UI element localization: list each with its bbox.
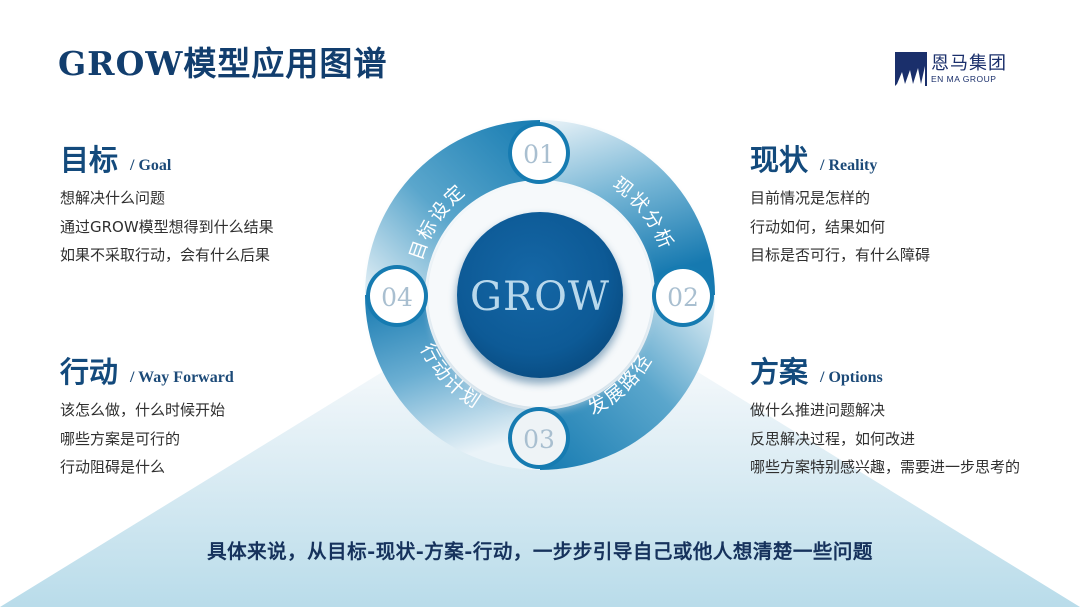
section-goal-line: 想解决什么问题: [60, 189, 166, 207]
section-options-subtitle: / Options: [820, 369, 883, 386]
grow-cycle-diagram: GROW 目标设定 现状分析 发展路径 行动计划 01 02 03: [355, 110, 725, 480]
ring-segment-04: [365, 295, 540, 470]
section-reality-title: 现状: [750, 143, 809, 177]
section-options-title: 方案: [750, 355, 809, 389]
company-logo: 恩马集团 EN MA GROUP: [895, 52, 1007, 86]
logo-mark-icon: [895, 52, 927, 86]
section-options-line: 反思解决过程，如何改进: [750, 429, 916, 448]
section-goal-subtitle: / Goal: [130, 157, 172, 174]
section-goal-line: 如果不采取行动，会有什么后果: [60, 246, 271, 264]
section-reality-subtitle: / Reality: [820, 157, 878, 174]
section-reality-line: 目标是否可行，有什么障碍: [750, 246, 931, 264]
section-options-line: 哪些方案特别感兴趣，需要进一步思考的: [750, 458, 1021, 476]
step-01-badge: 01: [508, 122, 570, 184]
step-01-number: 01: [523, 140, 555, 169]
section-goal: 目标 / Goal 想解决什么问题 通过GROW模型想得到什么结果 如果不采取行…: [60, 140, 274, 270]
ring-segment-02: [540, 120, 715, 295]
section-way-forward-line: 行动阻碍是什么: [60, 458, 166, 476]
section-goal-line: 通过GROW模型想得到什么结果: [60, 217, 274, 236]
step-04-badge: 04: [366, 265, 428, 327]
ring-segment-01: [365, 120, 540, 295]
summary-text: 具体来说，从目标-现状-方案-行动，一步步引导自己或他人想清楚一些问题: [207, 540, 873, 563]
grow-center-disc: [457, 212, 623, 378]
step-04-number: 04: [381, 283, 413, 312]
step-03-badge: 03: [508, 407, 570, 469]
section-way-forward-title: 行动: [60, 355, 119, 389]
section-goal-title: 目标: [60, 143, 119, 177]
step-02-number: 02: [667, 283, 699, 312]
section-way-forward-line: 该怎么做，什么时候开始: [60, 401, 226, 419]
section-way-forward-line: 哪些方案是可行的: [60, 429, 181, 448]
section-options-line: 做什么推进问题解决: [750, 401, 886, 419]
page-title: GROW模型应用图谱: [58, 44, 388, 83]
section-reality: 现状 / Reality 目前情况是怎样的 行动如何，结果如何 目标是否可行，有…: [750, 140, 930, 270]
ring-segment-03: [540, 295, 715, 470]
section-options: 方案 / Options 做什么推进问题解决 反思解决过程，如何改进 哪些方案特…: [750, 352, 1020, 482]
section-way-forward: 行动 / Way Forward 该怎么做，什么时候开始 哪些方案是可行的 行动…: [60, 352, 234, 482]
logo-english-name: EN MA GROUP: [931, 74, 997, 84]
section-way-forward-subtitle: / Way Forward: [130, 369, 234, 386]
step-03-number: 03: [523, 425, 555, 454]
section-reality-line: 目前情况是怎样的: [750, 189, 871, 207]
step-02-badge: 02: [652, 265, 714, 327]
section-reality-line: 行动如何，结果如何: [750, 217, 886, 236]
logo-chinese-name: 恩马集团: [931, 53, 1007, 74]
grow-center-label: GROW: [470, 274, 610, 320]
